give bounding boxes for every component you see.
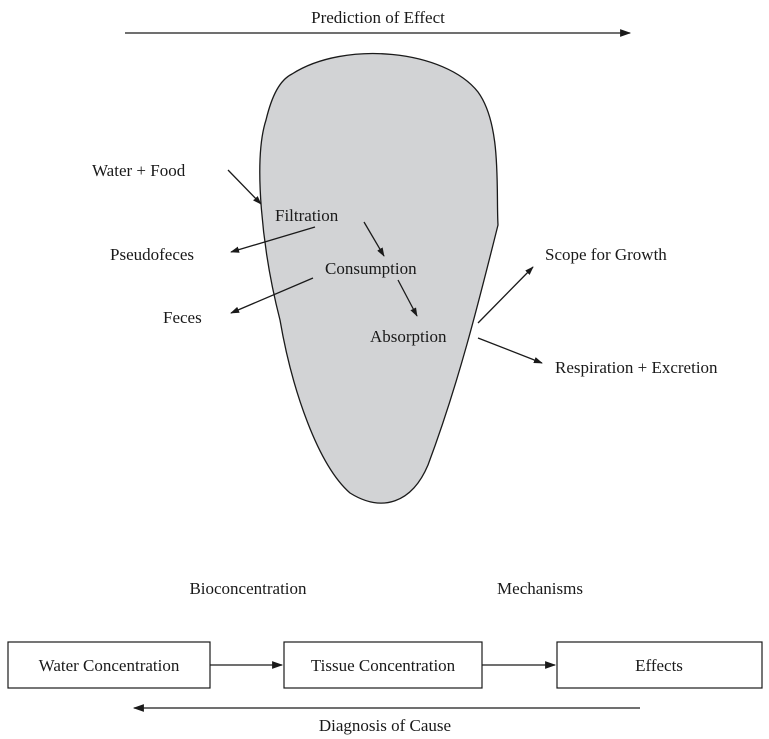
respiration-excretion-label: Respiration + Excretion (555, 358, 718, 377)
water-concentration-box (7, 641, 211, 689)
organism-shape (259, 52, 499, 504)
prediction-of-effect-label: Prediction of Effect (311, 8, 445, 27)
respiration-excretion-arrow (477, 337, 543, 364)
feces-label: Feces (163, 308, 202, 327)
tissue-concentration-label: Tissue Concentration (311, 656, 456, 675)
water-food-label: Water + Food (92, 161, 186, 180)
bioconcentration-label: Bioconcentration (189, 579, 307, 598)
filtration-label: Filtration (275, 206, 339, 225)
scope-for-growth-label: Scope for Growth (545, 245, 667, 264)
water-concentration-label: Water Concentration (39, 656, 180, 675)
consumption-label: Consumption (325, 259, 417, 278)
pseudofeces-label: Pseudofeces (110, 245, 194, 264)
pseudofeces-arrow (230, 226, 316, 253)
scope-for-growth-arrow (477, 266, 534, 324)
effects-box (556, 641, 763, 689)
absorption-label: Absorption (370, 327, 447, 346)
feces-arrow (230, 277, 314, 314)
mechanisms-label: Mechanisms (497, 579, 583, 598)
filtration-to-consumption-arrow (363, 221, 385, 257)
consumption-to-absorption-arrow (397, 279, 418, 317)
input-arrow (227, 169, 262, 205)
diagnosis-of-cause-label: Diagnosis of Cause (319, 716, 451, 735)
tissue-concentration-box (283, 641, 483, 689)
effects-label: Effects (635, 656, 683, 675)
